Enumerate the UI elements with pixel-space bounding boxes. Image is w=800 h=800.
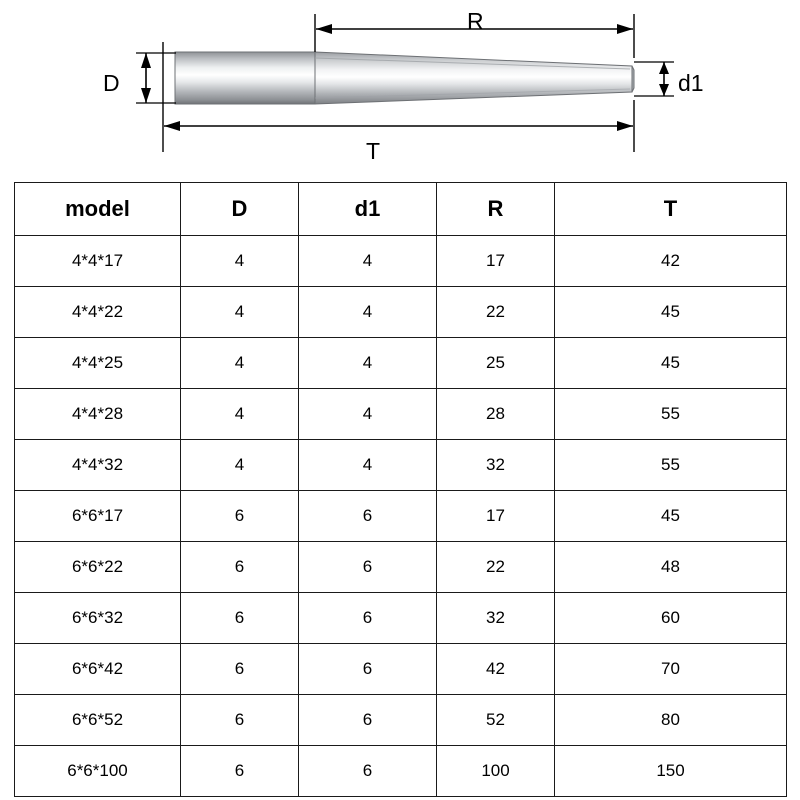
cell-model: 6*6*22 [14,541,181,593]
table-row: 6*6*22 6 6 22 48 [14,541,787,593]
cell-t: 42 [554,235,787,287]
cell-d1: 4 [298,235,437,287]
cell-d: 6 [180,592,299,644]
dimension-line-d1 [634,61,674,97]
cell-r: 32 [436,592,555,644]
tool-dimension-drawing: R T D d1 [0,0,800,180]
cell-t: 55 [554,388,787,440]
cell-d: 4 [180,388,299,440]
cell-r: 28 [436,388,555,440]
cell-d1: 6 [298,592,437,644]
cell-d: 6 [180,745,299,797]
cell-d1: 4 [298,337,437,389]
cell-r: 32 [436,439,555,491]
cell-d: 4 [180,439,299,491]
cell-d1: 6 [298,490,437,542]
cell-t: 150 [554,745,787,797]
cell-d1: 6 [298,694,437,746]
table-row: 4*4*25 4 4 25 45 [14,337,787,389]
cell-r: 17 [436,235,555,287]
column-header-model: model [14,182,181,236]
cell-model: 6*6*17 [14,490,181,542]
table-body: 4*4*17 4 4 17 42 4*4*22 4 4 22 45 4*4*25… [14,235,787,797]
table-row: 6*6*42 6 6 42 70 [14,643,787,695]
cell-d: 6 [180,643,299,695]
table-row: 4*4*28 4 4 28 55 [14,388,787,440]
cell-t: 45 [554,286,787,338]
column-header-d1: d1 [298,182,437,236]
cell-r: 22 [436,541,555,593]
cell-model: 6*6*42 [14,643,181,695]
cell-d1: 4 [298,388,437,440]
table-row: 4*4*17 4 4 17 42 [14,235,787,287]
column-header-t: T [554,182,787,236]
cell-r: 42 [436,643,555,695]
extension-lines [162,14,635,152]
cell-d: 6 [180,541,299,593]
cell-model: 4*4*25 [14,337,181,389]
table-header-row: model D d1 R T [14,182,787,236]
cell-d: 4 [180,337,299,389]
drawing-svg [136,14,674,152]
cell-r: 52 [436,694,555,746]
specification-table: model D d1 R T 4*4*17 4 4 17 42 4*4*22 4… [14,182,787,797]
cell-d: 4 [180,235,299,287]
cell-d: 6 [180,694,299,746]
cell-d1: 6 [298,541,437,593]
dimension-label-d1: d1 [678,70,704,96]
table-row: 6*6*32 6 6 32 60 [14,592,787,644]
dimension-line-R [316,24,633,34]
cell-d: 6 [180,490,299,542]
table-row: 4*4*32 4 4 32 55 [14,439,787,491]
cell-d: 4 [180,286,299,338]
cell-model: 4*4*32 [14,439,181,491]
cell-d1: 6 [298,643,437,695]
cell-model: 4*4*22 [14,286,181,338]
cell-d1: 4 [298,439,437,491]
dimension-label-r: R [467,8,484,34]
cell-model: 6*6*52 [14,694,181,746]
cell-model: 6*6*100 [14,745,181,797]
cell-t: 45 [554,490,787,542]
dimension-line-T [164,121,633,131]
dimension-label-d: D [103,70,120,96]
cell-d1: 4 [298,286,437,338]
table-row: 6*6*52 6 6 52 80 [14,694,787,746]
cell-t: 80 [554,694,787,746]
cell-r: 22 [436,286,555,338]
cell-t: 60 [554,592,787,644]
cell-model: 4*4*17 [14,235,181,287]
column-header-d: D [180,182,299,236]
cell-model: 4*4*28 [14,388,181,440]
tool-body [174,51,635,105]
cell-r: 100 [436,745,555,797]
cell-model: 6*6*32 [14,592,181,644]
cell-t: 55 [554,439,787,491]
table-row: 4*4*22 4 4 22 45 [14,286,787,338]
cell-r: 25 [436,337,555,389]
table-row: 6*6*100 6 6 100 150 [14,745,787,797]
dimension-line-D [136,52,176,104]
cell-d1: 6 [298,745,437,797]
column-header-r: R [436,182,555,236]
cell-t: 45 [554,337,787,389]
table-row: 6*6*17 6 6 17 45 [14,490,787,542]
cell-t: 70 [554,643,787,695]
cell-t: 48 [554,541,787,593]
cell-r: 17 [436,490,555,542]
dimension-label-t: T [366,138,381,164]
